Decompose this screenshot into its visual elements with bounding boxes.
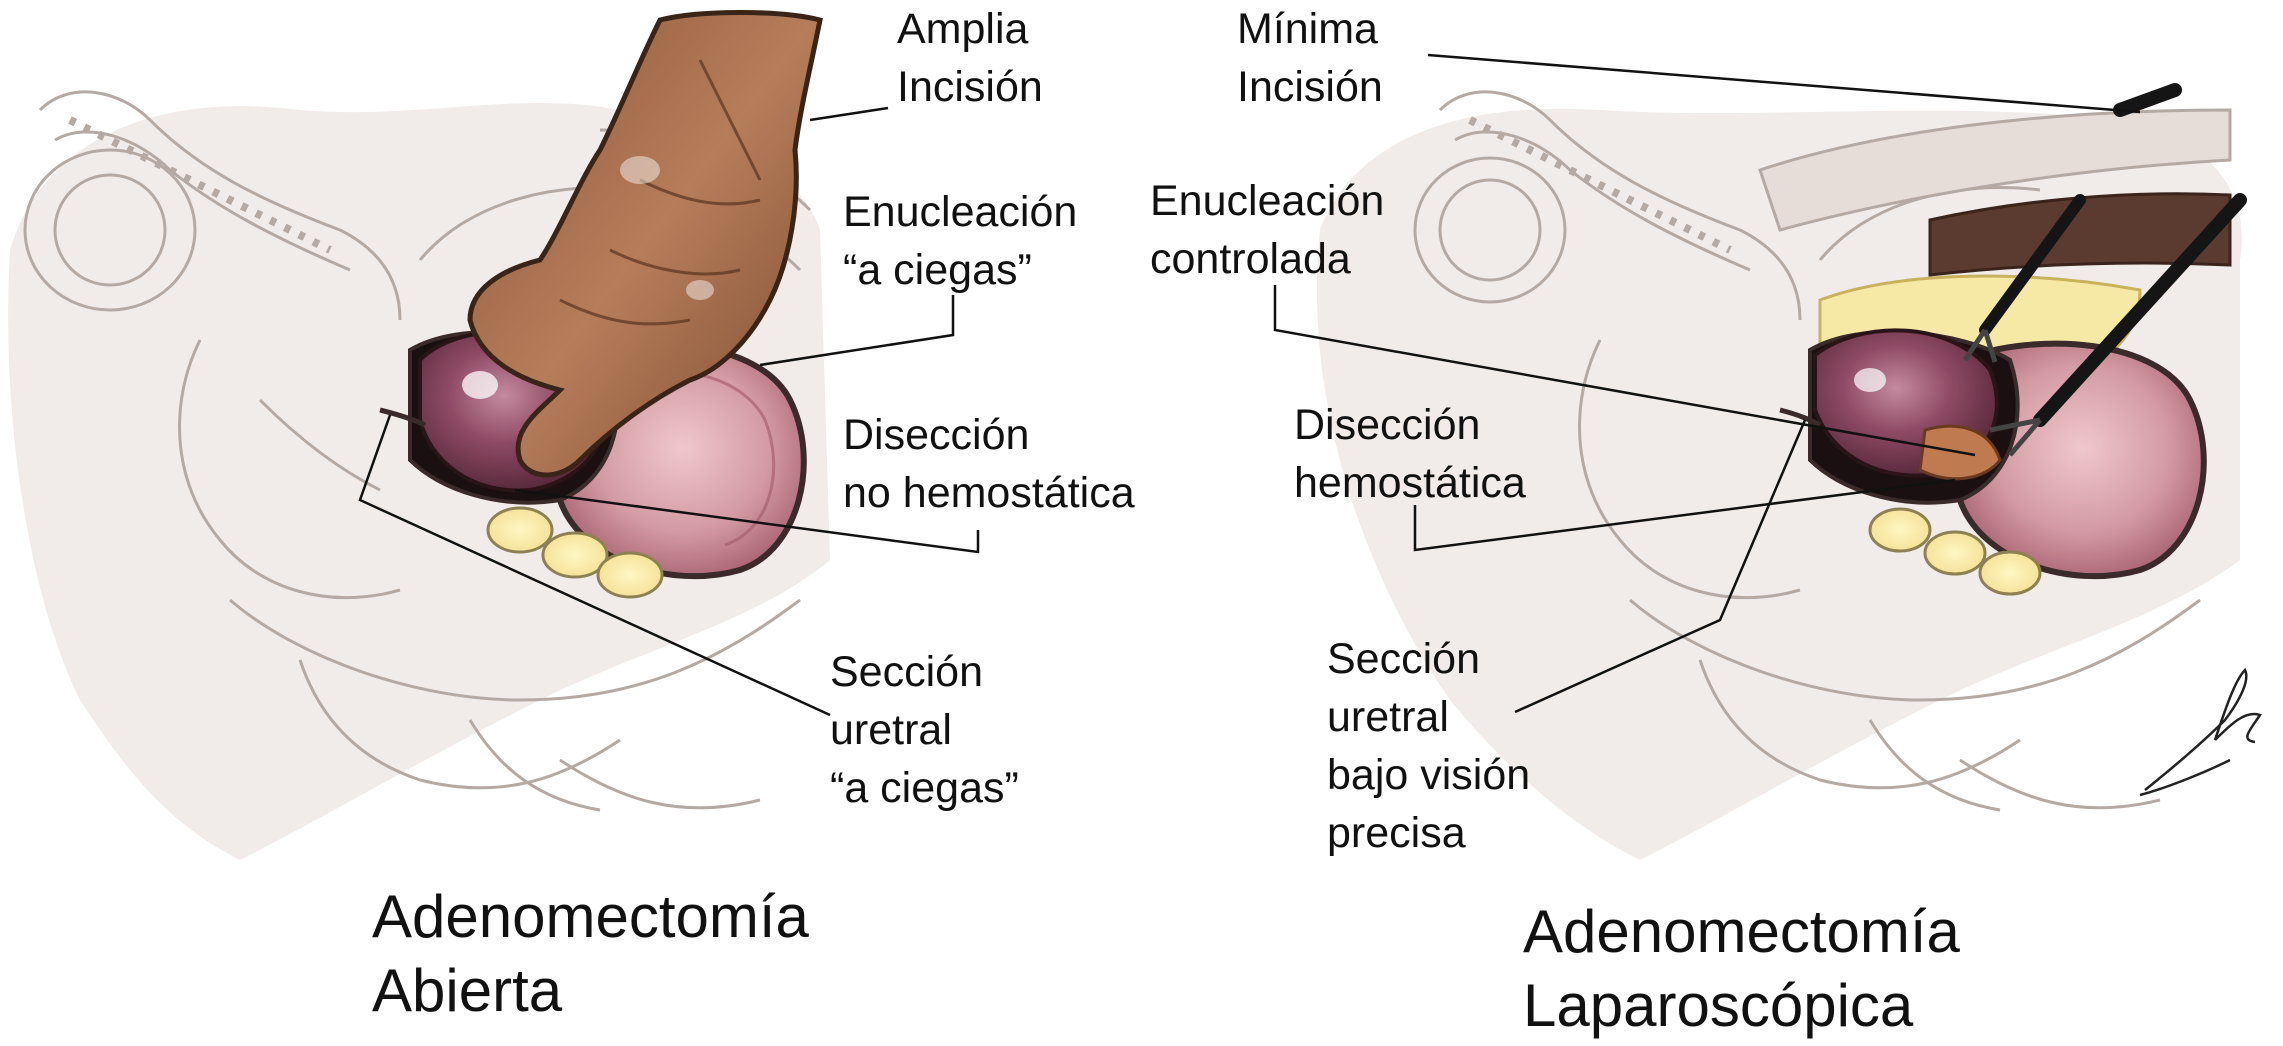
label-precise-urethral-section-line3: bajo visión bbox=[1327, 751, 1531, 799]
caption-open-line1: Adenomectomía bbox=[372, 883, 809, 950]
caption-open-line2: Abierta bbox=[372, 957, 563, 1024]
caption-open-adenomectomy: Adenomectomía Abierta bbox=[372, 880, 809, 1028]
label-blind-urethral-section-line2: uretral bbox=[830, 706, 952, 754]
caption-laparoscopic-line1: Adenomectomía bbox=[1523, 898, 1960, 965]
label-controlled-enucleation-line2: controlada bbox=[1150, 235, 1351, 283]
label-blind-enucleation-line1: Enucleación bbox=[843, 188, 1078, 236]
label-blind-enucleation-line2: “a ciegas” bbox=[843, 246, 1032, 294]
label-wide-incision-line2: Incisión bbox=[897, 63, 1043, 111]
caption-laparoscopic-line2: Laparoscópica bbox=[1523, 972, 1914, 1039]
label-wide-incision-line1: Amplia bbox=[897, 5, 1029, 53]
left-urethra bbox=[379, 407, 427, 428]
label-minimal-incision-line2: Incisión bbox=[1237, 63, 1383, 111]
label-hemostatic-dissection: Disección hemostática bbox=[1294, 396, 1526, 512]
left-seminal-vesicles bbox=[486, 506, 664, 599]
label-blind-urethral-section: Sección uretral “a ciegas” bbox=[830, 643, 1019, 817]
label-non-hemostatic-dissection: Disección no hemostática bbox=[843, 406, 1135, 522]
label-precise-urethral-section: Sección uretral bajo visión precisa bbox=[1327, 630, 1530, 862]
label-hemostatic-dissection-line1: Disección bbox=[1294, 401, 1481, 449]
label-precise-urethral-section-line1: Sección bbox=[1327, 635, 1480, 683]
caption-laparoscopic-adenomectomy: Adenomectomía Laparoscópica bbox=[1523, 895, 1960, 1043]
label-blind-urethral-section-line1: Sección bbox=[830, 648, 983, 696]
label-blind-enucleation: Enucleación “a ciegas” bbox=[843, 183, 1077, 299]
right-seminal-vesicles bbox=[1868, 507, 2042, 596]
label-controlled-enucleation: Enucleación controlada bbox=[1150, 172, 1384, 288]
label-hemostatic-dissection-line2: hemostática bbox=[1294, 459, 1526, 507]
right-pelvis-sketch bbox=[1413, 90, 2201, 812]
right-abdominal-wall bbox=[1758, 108, 2232, 232]
label-controlled-enucleation-line1: Enucleación bbox=[1150, 177, 1385, 225]
right-urethra bbox=[1779, 407, 1822, 428]
right-rectus-muscle bbox=[1928, 192, 2232, 277]
right-anatomy bbox=[1316, 83, 2262, 861]
left-anatomy bbox=[8, 10, 830, 861]
left-leader-lines bbox=[358, 106, 980, 717]
label-non-hemostatic-dissection-line2: no hemostática bbox=[843, 469, 1135, 517]
label-precise-urethral-section-line4: precisa bbox=[1327, 809, 1466, 857]
label-minimal-incision: Mínima Incisión bbox=[1237, 0, 1383, 116]
right-laparoscopic-instruments bbox=[1962, 83, 2247, 457]
label-precise-urethral-section-line2: uretral bbox=[1327, 693, 1449, 741]
label-minimal-incision-line1: Mínima bbox=[1237, 5, 1378, 53]
label-blind-urethral-section-line3: “a ciegas” bbox=[830, 764, 1019, 812]
right-leader-lines bbox=[1273, 53, 2141, 714]
artist-signature bbox=[2139, 667, 2262, 797]
label-wide-incision: Amplia Incisión bbox=[897, 0, 1043, 116]
label-non-hemostatic-dissection-line1: Disección bbox=[843, 411, 1030, 459]
